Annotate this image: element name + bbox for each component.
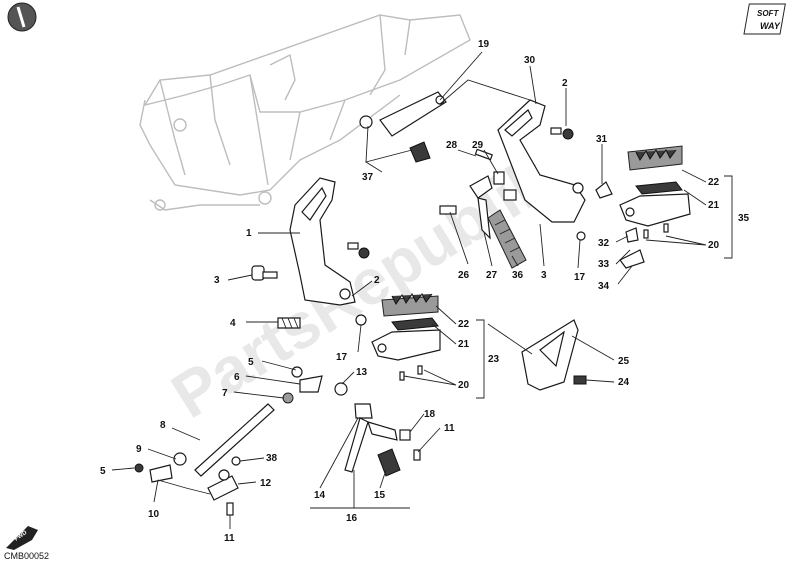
left-footpeg-rubber <box>381 293 439 317</box>
callout-2-right: 2 <box>562 78 568 89</box>
callout-21-right: 21 <box>708 200 720 211</box>
watermark-text: PartsRepublik <box>159 143 562 432</box>
logo-way-text: WAY <box>760 21 781 31</box>
bolt-2-left <box>347 242 370 259</box>
callout-12: 12 <box>260 478 272 489</box>
callout-9: 9 <box>136 444 142 455</box>
callout-33: 33 <box>598 259 610 270</box>
spring-32 <box>625 227 639 243</box>
bolt-2-right <box>550 127 574 140</box>
right-footpeg-body <box>619 193 691 227</box>
callout-5-top: 5 <box>248 357 254 368</box>
washer-17-right <box>576 231 586 241</box>
callout-19: 19 <box>478 39 490 50</box>
callout-14: 14 <box>314 490 326 501</box>
screws-20-right <box>643 223 669 239</box>
heel-guard-right <box>521 319 587 391</box>
callout-25: 25 <box>618 356 630 367</box>
screws-20-left <box>399 365 423 381</box>
callout-16: 16 <box>346 513 358 524</box>
callout-20-right: 20 <box>708 240 720 251</box>
callout-1: 1 <box>246 228 252 239</box>
callout-26: 26 <box>458 270 470 281</box>
leader-lines <box>111 51 733 529</box>
right-footpeg-bracket <box>497 99 586 223</box>
callout-15: 15 <box>374 490 386 501</box>
callout-17-right: 17 <box>574 272 586 283</box>
callout-24: 24 <box>618 377 630 388</box>
callout-37: 37 <box>362 172 374 183</box>
callout-32: 32 <box>598 238 610 249</box>
left-footpeg-bracket <box>289 177 356 306</box>
callout-2-left: 2 <box>374 275 380 286</box>
callout-11-bottom: 11 <box>224 533 235 544</box>
callout-36: 36 <box>512 270 524 281</box>
bracket-plate-19 <box>359 91 447 163</box>
callout-21-left: 21 <box>458 339 470 350</box>
logo-soft-text: SOFT <box>757 9 779 18</box>
corner-badge-icon <box>7 2 37 32</box>
callout-labels: 1 3 2 4 17 5 6 7 8 9 5 10 38 12 11 13 14… <box>100 39 750 544</box>
frame-outline <box>139 14 471 211</box>
callout-10: 10 <box>148 509 160 520</box>
callout-20-left: 20 <box>458 380 470 391</box>
callout-4: 4 <box>230 318 236 329</box>
pivot-12 <box>207 456 241 516</box>
right-footpeg-rubber <box>627 145 683 171</box>
callout-11-right: 11 <box>444 423 455 434</box>
callout-3-left: 3 <box>214 275 220 286</box>
callout-5-bottom: 5 <box>100 466 106 477</box>
right-footpeg-plate <box>635 181 683 195</box>
callout-29: 29 <box>472 140 484 151</box>
callout-34: 34 <box>598 281 610 292</box>
plate-34 <box>619 249 645 269</box>
softway-logo: SOFT WAY <box>743 3 786 35</box>
callout-13: 13 <box>356 367 368 378</box>
callout-7: 7 <box>222 388 228 399</box>
callout-8: 8 <box>160 420 166 431</box>
fwd-arrow-icon: FWD <box>6 526 38 550</box>
callout-27: 27 <box>486 270 498 281</box>
callout-18: 18 <box>424 409 436 420</box>
callout-23: 23 <box>488 354 500 365</box>
shift-linkage <box>134 366 323 483</box>
callout-17-left: 17 <box>336 352 348 363</box>
callout-35: 35 <box>738 213 750 224</box>
left-footpeg-body <box>371 329 441 361</box>
spring-4 <box>277 317 301 329</box>
brake-cylinder-36 <box>487 209 527 269</box>
callout-30: 30 <box>524 55 536 66</box>
gear-lever <box>334 382 421 477</box>
callout-3-right: 3 <box>541 270 547 281</box>
rubber-block-31 <box>595 181 613 199</box>
callout-22-right: 22 <box>708 177 720 188</box>
brake-pedal-27 <box>439 148 517 240</box>
callout-38: 38 <box>266 453 278 464</box>
washer-17-left <box>355 314 367 326</box>
left-footpeg-plate <box>391 317 439 331</box>
callout-31: 31 <box>596 134 608 145</box>
diagram-code: CMB00052 <box>4 551 49 561</box>
callout-22-left: 22 <box>458 319 470 330</box>
callout-6: 6 <box>234 372 240 383</box>
bolt-3-left <box>251 265 278 281</box>
callout-28: 28 <box>446 140 458 151</box>
